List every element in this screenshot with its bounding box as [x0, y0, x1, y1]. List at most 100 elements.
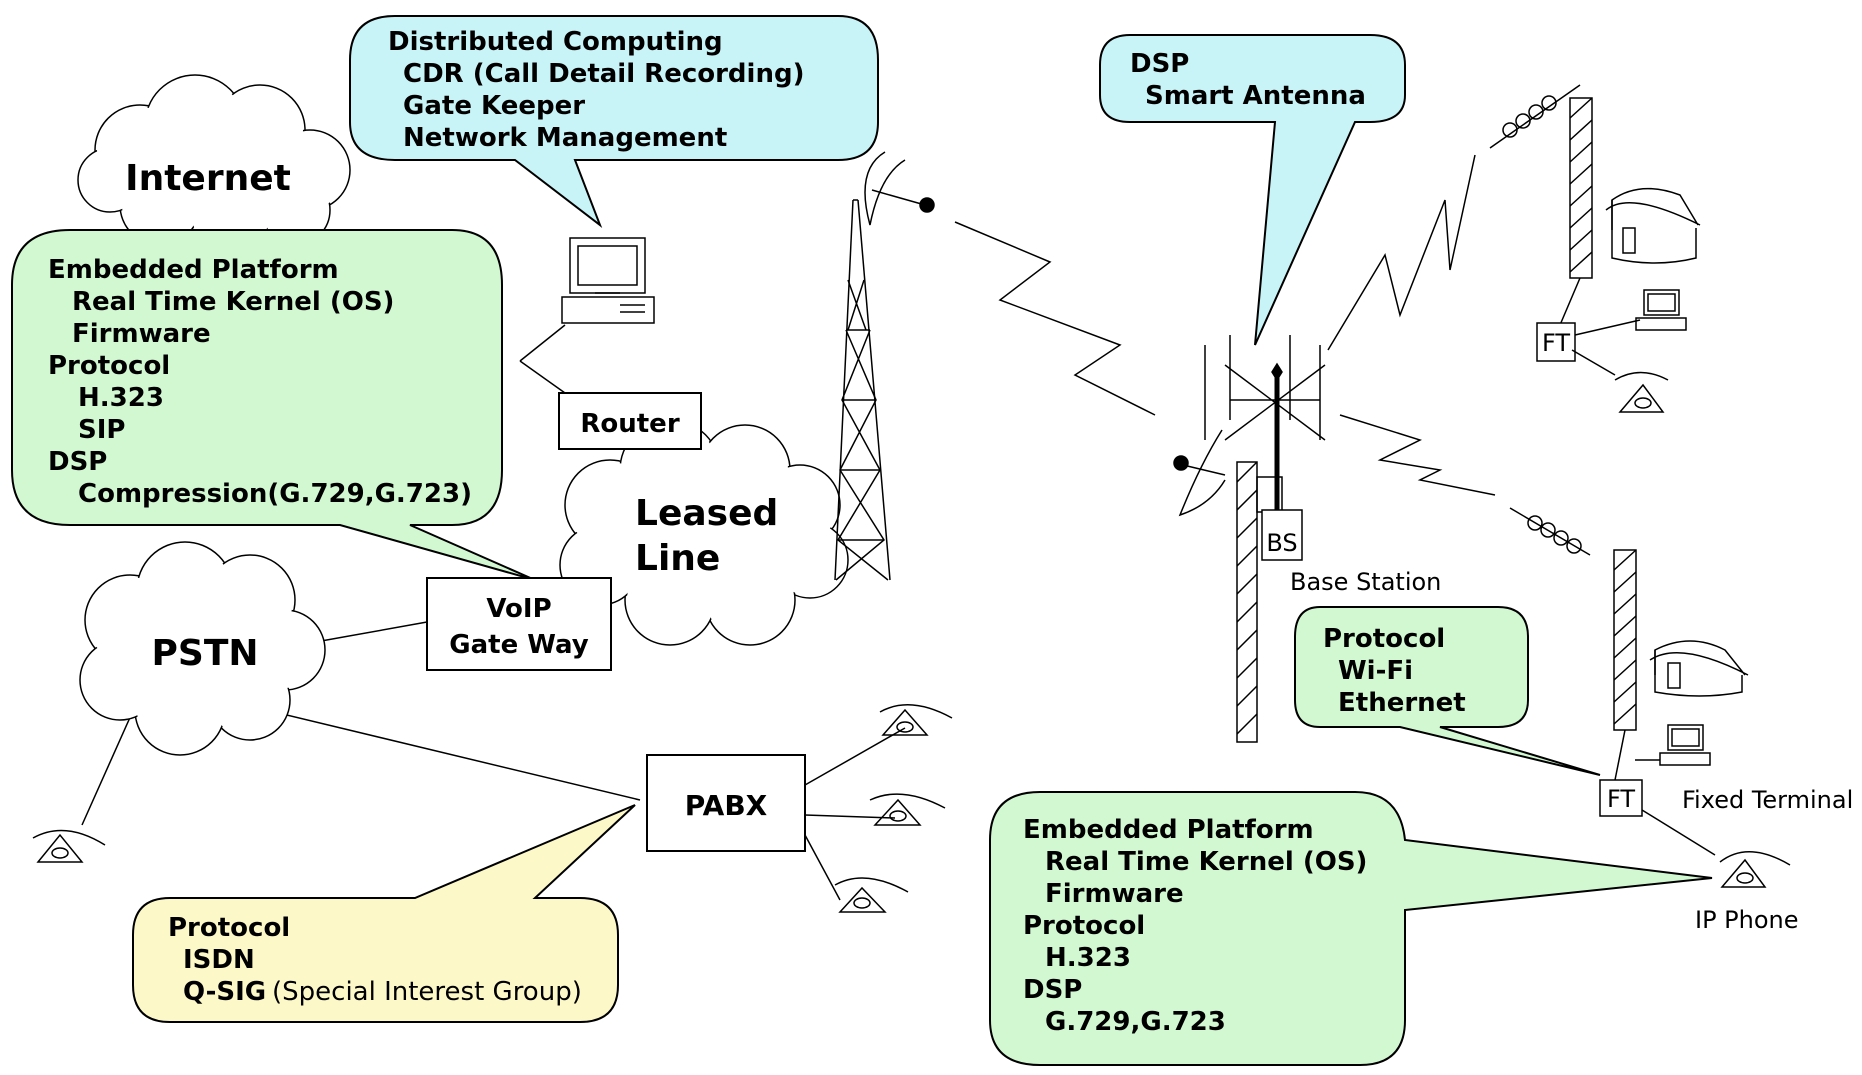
wifi-line-1: Protocol	[1323, 624, 1445, 654]
isdn-line-1: Protocol	[168, 913, 290, 943]
embedded-left-line-4: Protocol	[48, 351, 170, 381]
callout-distributed-computing: Distributed Computing CDR (Call Detail R…	[349, 15, 879, 228]
leased-line-label-2: Line	[635, 538, 720, 579]
embedded-right-line-1: Embedded Platform	[1023, 815, 1314, 845]
svg-text:Wi-Fi: Wi-Fi	[1338, 656, 1413, 686]
pabx-box: PABX	[646, 754, 806, 852]
voip-gateway-box: VoIP Gate Way	[426, 577, 612, 671]
svg-text:Gate Keeper: Gate Keeper	[403, 91, 585, 121]
embedded-left-line-3: Firmware	[72, 319, 211, 349]
bs-label: BS	[1266, 529, 1297, 557]
embedded-right-line-3: Firmware	[1045, 879, 1184, 909]
embedded-right-line-7: G.729,G.723	[1045, 1007, 1226, 1037]
svg-text:Compression(G.729,G.723): Compression(G.729,G.723)	[78, 479, 472, 509]
computer-icon	[561, 237, 655, 324]
phone-icon-pabx-2	[869, 793, 946, 826]
svg-text:DSP: DSP	[1130, 49, 1189, 79]
svg-text:G.729,G.723: G.729,G.723	[1045, 1007, 1226, 1037]
connection-lines	[81, 324, 906, 901]
distributed-line-2: CDR (Call Detail Recording)	[403, 59, 804, 89]
embedded-left-line-5: H.323	[78, 383, 164, 413]
phone-icon-pstn	[32, 829, 106, 863]
svg-text:Protocol: Protocol	[1323, 624, 1445, 654]
phone-icon-top-right	[1571, 349, 1669, 413]
svg-text:Distributed Computing: Distributed Computing	[388, 27, 723, 57]
phone-icon-pabx-3	[834, 877, 909, 913]
svg-text:Embedded Platform: Embedded Platform	[1023, 815, 1314, 845]
svg-text:DSP: DSP	[1023, 975, 1082, 1005]
pstn-cloud: PSTN	[79, 541, 326, 756]
lattice-tower-icon	[834, 151, 935, 581]
pabx-label: PABX	[685, 789, 768, 822]
leased-line-label-1: Leased	[635, 493, 778, 534]
internet-label: Internet	[125, 158, 291, 199]
router-box: Router	[558, 392, 702, 450]
callout-embedded-right: Embedded Platform Real Time Kernel (OS) …	[989, 791, 1713, 1066]
callout-dsp-smart-antenna: DSP Smart Antenna	[1099, 34, 1406, 346]
svg-text:Protocol: Protocol	[48, 351, 170, 381]
base-station-label: Base Station	[1290, 568, 1441, 596]
embedded-left-line-2: Real Time Kernel (OS)	[72, 287, 394, 317]
svg-text:Smart Antenna: Smart Antenna	[1145, 81, 1366, 111]
svg-text:Firmware: Firmware	[72, 319, 211, 349]
svg-text:CDR (Call Detail Recording): CDR (Call Detail Recording)	[403, 59, 804, 89]
phone-icon-pabx-1	[879, 704, 953, 736]
distributed-line-3: Gate Keeper	[403, 91, 585, 121]
wireless-links	[954, 154, 1496, 496]
callout-protocol-isdn: Protocol ISDN Q-SIG(Special Interest Gro…	[132, 804, 636, 1023]
ft-top-box: FT	[1536, 322, 1576, 362]
dsp-antenna-line-1: DSP	[1130, 49, 1189, 79]
svg-text:Protocol: Protocol	[168, 913, 290, 943]
embedded-right-line-4: Protocol	[1023, 911, 1145, 941]
ft-bottom-box: FT	[1599, 779, 1643, 817]
wifi-line-3: Ethernet	[1338, 688, 1466, 718]
wifi-line-2: Wi-Fi	[1338, 656, 1413, 686]
svg-text:Ethernet: Ethernet	[1338, 688, 1466, 718]
ft-top-label: FT	[1542, 329, 1570, 357]
voip-label-1: VoIP	[486, 594, 551, 624]
svg-text:Firmware: Firmware	[1045, 879, 1184, 909]
svg-text:Q-SIG(Special Interest Group): Q-SIG(Special Interest Group)	[183, 977, 582, 1007]
callout-protocol-wifi: Protocol Wi-Fi Ethernet	[1294, 606, 1601, 776]
embedded-left-line-1: Embedded Platform	[48, 255, 339, 285]
ip-phone-icon	[1641, 809, 1791, 888]
isdn-line-3: Q-SIG	[183, 977, 266, 1007]
svg-text:Real Time Kernel (OS): Real Time Kernel (OS)	[1045, 847, 1367, 877]
computer-icon-bottom-right	[1635, 724, 1711, 766]
top-right-site	[1489, 84, 1593, 326]
callout-embedded-left: Embedded Platform Real Time Kernel (OS) …	[11, 229, 536, 581]
svg-text:Embedded Platform: Embedded Platform	[48, 255, 339, 285]
ip-phone-label: IP Phone	[1695, 906, 1799, 934]
svg-text:Real Time Kernel (OS): Real Time Kernel (OS)	[72, 287, 394, 317]
isdn-line-2: ISDN	[183, 945, 255, 975]
svg-text:H.323: H.323	[1045, 943, 1131, 973]
embedded-right-line-5: H.323	[1045, 943, 1131, 973]
distributed-line-1: Distributed Computing	[388, 27, 723, 57]
svg-text:Protocol: Protocol	[1023, 911, 1145, 941]
computer-icon-top-right	[1574, 289, 1687, 336]
bottom-right-site	[1509, 507, 1637, 781]
hut-icon-top	[1605, 187, 1701, 264]
hut-icon-bottom	[1649, 640, 1749, 697]
embedded-right-line-6: DSP	[1023, 975, 1082, 1005]
voip-label-2: Gate Way	[449, 630, 588, 660]
embedded-left-line-6: SIP	[78, 415, 125, 445]
fixed-terminal-label: Fixed Terminal	[1682, 786, 1853, 814]
isdn-line-3-note: (Special Interest Group)	[272, 977, 582, 1007]
svg-text:ISDN: ISDN	[183, 945, 255, 975]
svg-text:SIP: SIP	[78, 415, 125, 445]
embedded-left-line-7: DSP	[48, 447, 107, 477]
svg-text:H.323: H.323	[78, 383, 164, 413]
router-label: Router	[580, 409, 679, 439]
distributed-line-4: Network Management	[403, 123, 727, 153]
svg-text:DSP: DSP	[48, 447, 107, 477]
base-station-icon	[1173, 335, 1326, 743]
embedded-right-line-2: Real Time Kernel (OS)	[1045, 847, 1367, 877]
svg-text:Network Management: Network Management	[403, 123, 727, 153]
embedded-left-line-8: Compression(G.729,G.723)	[78, 479, 472, 509]
ft-bottom-label: FT	[1607, 785, 1635, 813]
pstn-label: PSTN	[152, 633, 259, 674]
dsp-antenna-line-2: Smart Antenna	[1145, 81, 1366, 111]
